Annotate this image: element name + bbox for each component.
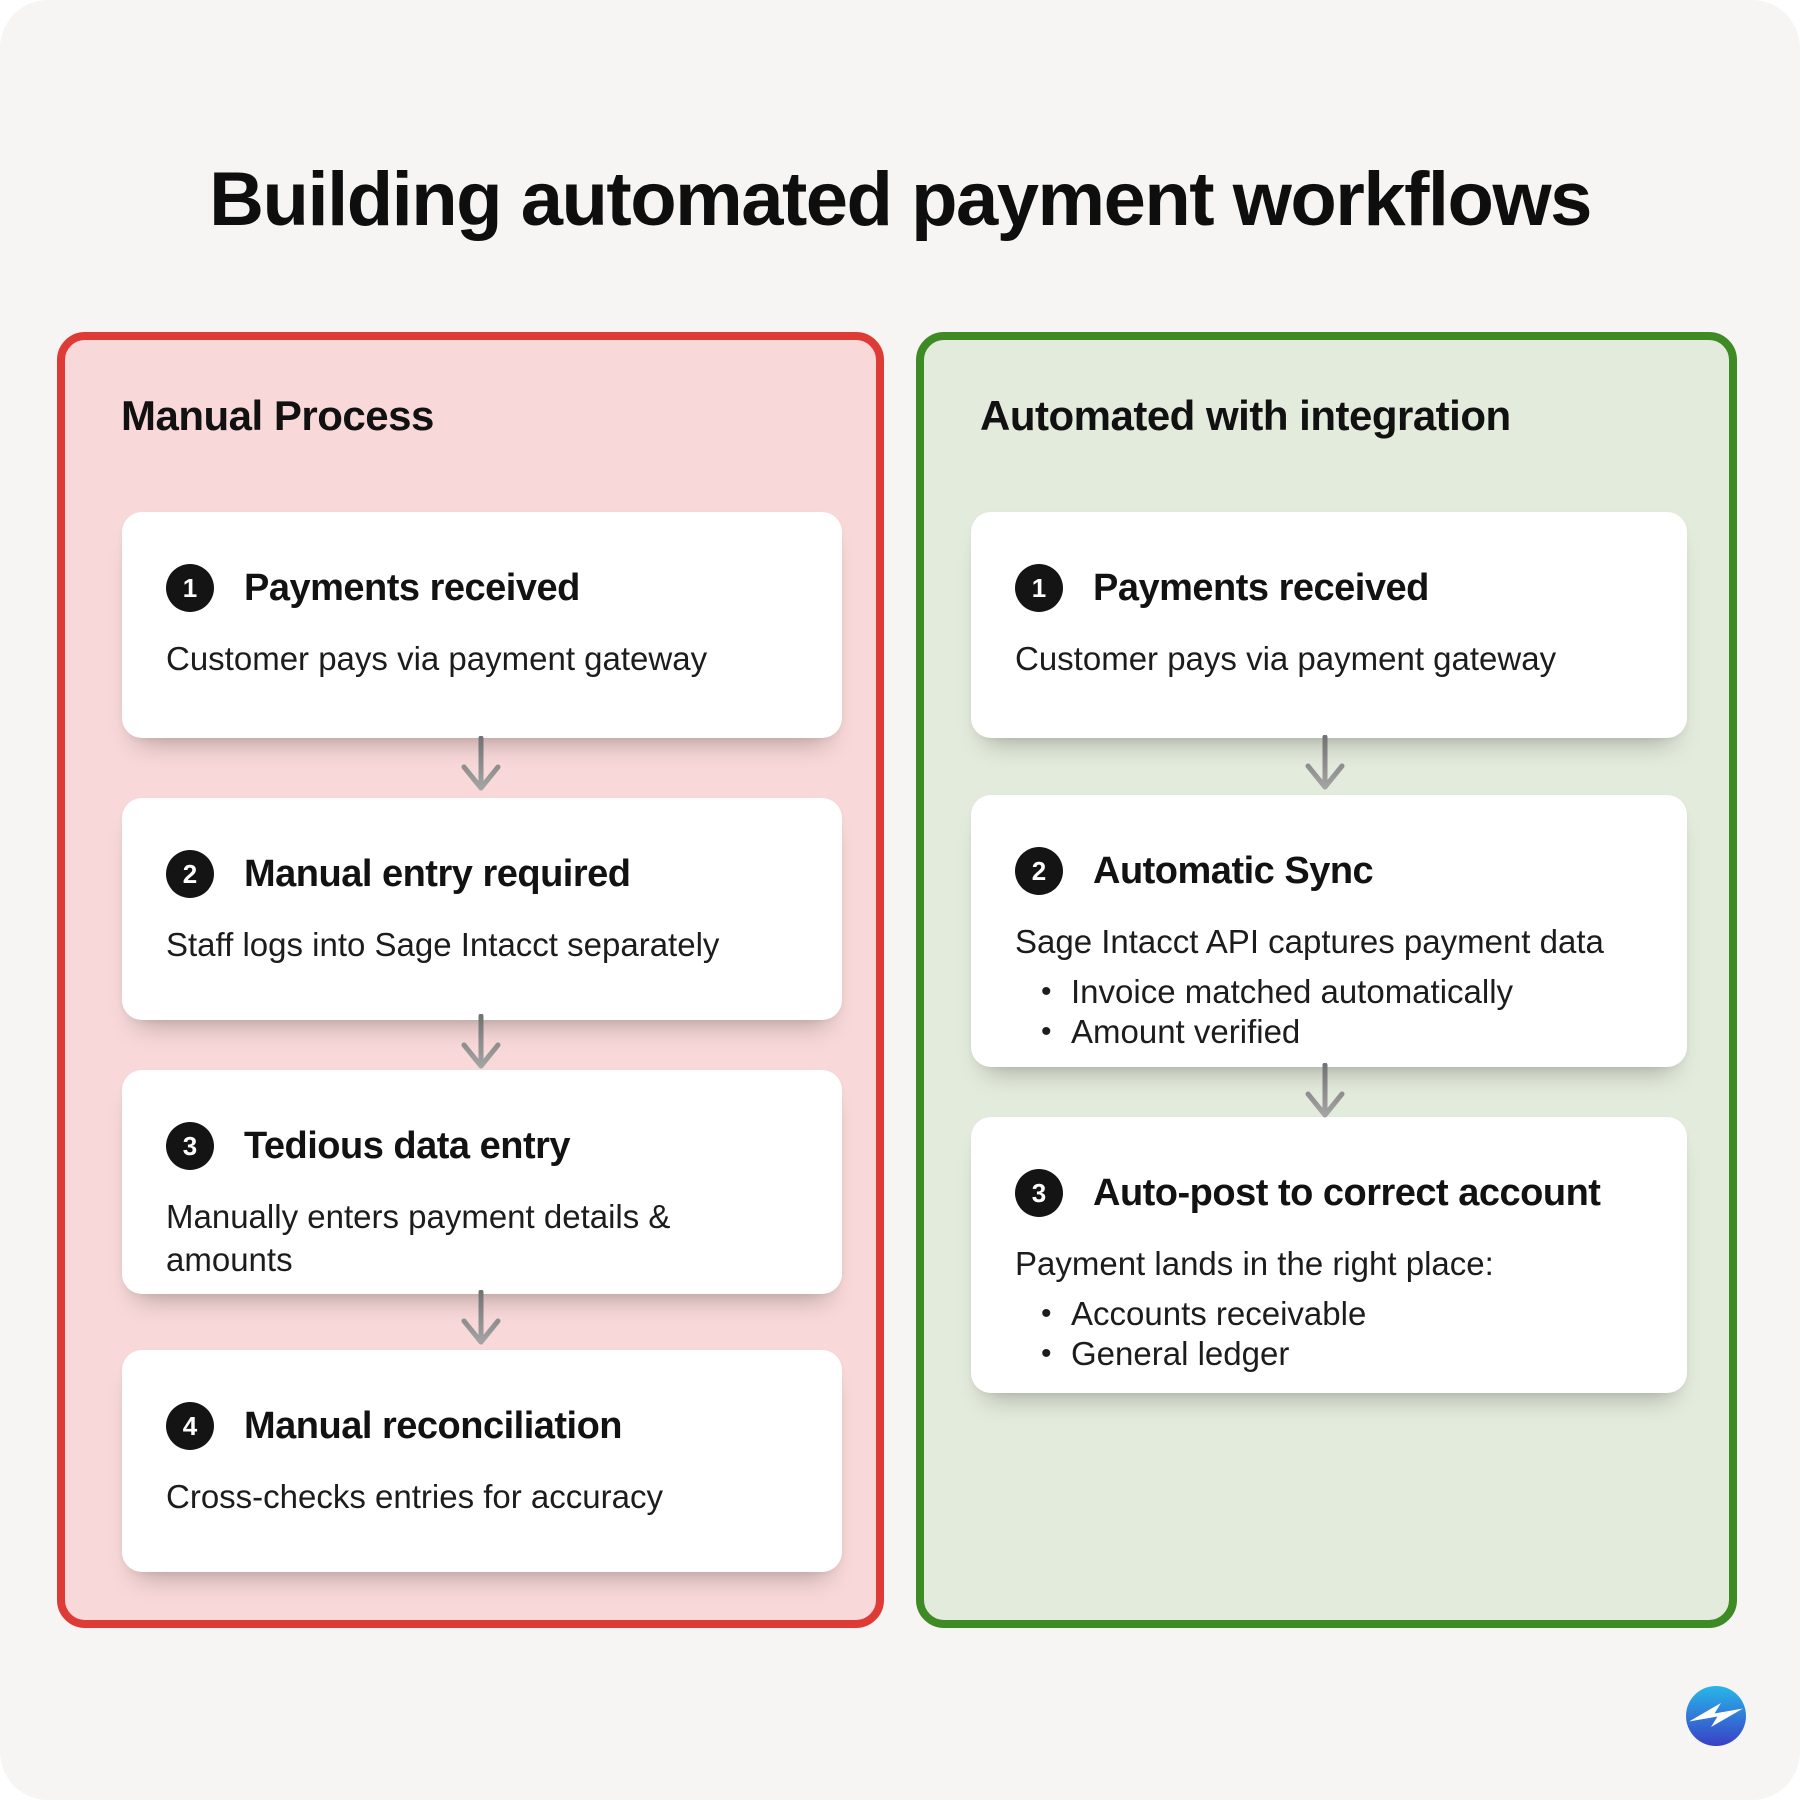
step-card-header: 4 Manual reconciliation <box>166 1402 798 1450</box>
step-card-header: 2 Manual entry required <box>166 850 798 898</box>
step-number-badge: 2 <box>1015 847 1063 895</box>
step-card-automated-2: 2 Automatic Sync Sage Intacct API captur… <box>971 795 1687 1067</box>
step-description: Customer pays via payment gateway <box>1015 640 1557 677</box>
step-description: Cross-checks entries for accuracy <box>166 1478 663 1515</box>
step-number-badge: 1 <box>1015 564 1063 612</box>
arrow-down-icon <box>461 736 501 791</box>
step-title: Manual reconciliation <box>244 1404 623 1447</box>
step-description: Staff logs into Sage Intacct separately <box>166 926 720 963</box>
step-number-badge: 4 <box>166 1402 214 1450</box>
page-title: Building automated payment workflows <box>209 157 1592 242</box>
step-number-badge: 1 <box>166 564 214 612</box>
step-title: Payments received <box>244 566 580 609</box>
step-card-header: 3 Tedious data entry <box>166 1122 798 1170</box>
step-description: Customer pays via payment gateway <box>166 640 708 677</box>
arrow-down-icon <box>1305 735 1345 790</box>
step-bullet: General ledger <box>1039 1334 1643 1374</box>
step-title: Manual entry required <box>244 852 631 895</box>
step-card-manual-4: 4 Manual reconciliation Cross-checks ent… <box>122 1350 842 1572</box>
arrow-down-icon <box>461 1290 501 1345</box>
panel-manual-title: Manual Process <box>121 392 434 439</box>
step-number-badge: 2 <box>166 850 214 898</box>
step-title: Tedious data entry <box>244 1124 571 1167</box>
step-card-header: 2 Automatic Sync <box>1015 847 1643 895</box>
step-bullet: Amount verified <box>1039 1012 1643 1052</box>
step-title: Payments received <box>1093 566 1429 609</box>
step-card-header: 1 Payments received <box>166 564 798 612</box>
step-title: Auto-post to correct account <box>1093 1171 1601 1214</box>
step-card-manual-3: 3 Tedious data entry Manually enters pay… <box>122 1070 842 1294</box>
panel-automated-title: Automated with integration <box>980 392 1511 439</box>
step-bullet-list: Accounts receivable General ledger <box>1015 1294 1643 1374</box>
step-card-manual-1: 1 Payments received Customer pays via pa… <box>122 512 842 738</box>
step-card-automated-3: 3 Auto-post to correct account Payment l… <box>971 1117 1687 1393</box>
lightning-bolt-circle-icon <box>1686 1686 1746 1746</box>
step-card-manual-2: 2 Manual entry required Staff logs into … <box>122 798 842 1020</box>
step-description: Payment lands in the right place: <box>1015 1245 1494 1282</box>
step-description: Sage Intacct API captures payment data <box>1015 923 1604 960</box>
step-card-header: 3 Auto-post to correct account <box>1015 1169 1643 1217</box>
step-card-automated-1: 1 Payments received Customer pays via pa… <box>971 512 1687 738</box>
step-title: Automatic Sync <box>1093 849 1374 892</box>
arrow-down-icon <box>461 1014 501 1069</box>
step-number-badge: 3 <box>1015 1169 1063 1217</box>
step-bullet: Accounts receivable <box>1039 1294 1643 1334</box>
step-bullet: Invoice matched automatically <box>1039 972 1643 1012</box>
arrow-down-icon <box>1305 1063 1345 1118</box>
step-number-badge: 3 <box>166 1122 214 1170</box>
step-description: Manually enters payment details & amount… <box>166 1198 671 1278</box>
step-card-header: 1 Payments received <box>1015 564 1643 612</box>
step-bullet-list: Invoice matched automatically Amount ver… <box>1015 972 1643 1052</box>
